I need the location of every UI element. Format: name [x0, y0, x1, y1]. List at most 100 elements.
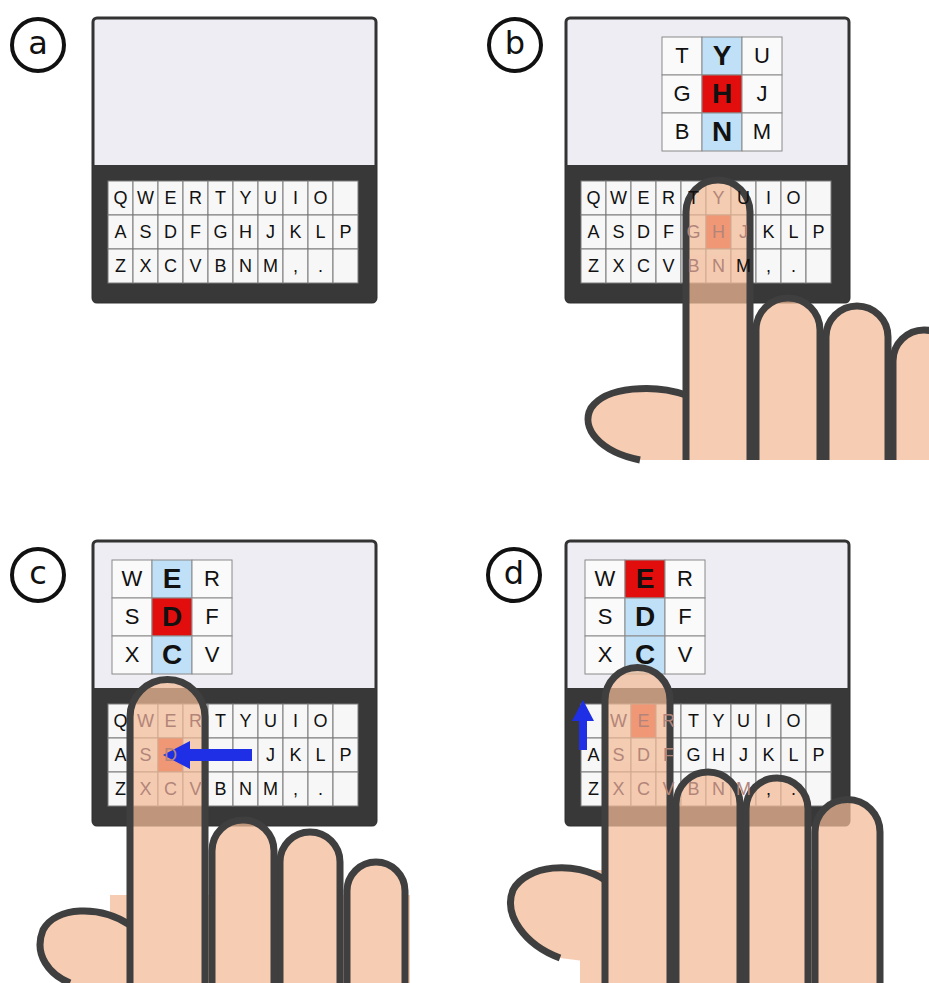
key-label: . — [781, 249, 806, 283]
key-label: F — [656, 215, 681, 249]
popup-cell — [665, 560, 705, 598]
popup-cell — [742, 113, 782, 151]
key-label: P — [333, 215, 358, 249]
thumb-outline — [588, 388, 686, 460]
finger — [676, 772, 740, 983]
key-cell — [333, 772, 358, 806]
key-label: X — [133, 249, 158, 283]
key-cell — [756, 215, 781, 249]
key-label: M — [258, 772, 283, 806]
key-label: L — [781, 738, 806, 772]
key-label: V — [656, 249, 681, 283]
key-cell — [308, 181, 333, 215]
key-cell — [133, 249, 158, 283]
popup-cell — [112, 598, 152, 636]
key-label: A — [581, 738, 606, 772]
popup-letter: X — [585, 636, 625, 674]
key-label: O — [781, 704, 806, 738]
finger — [756, 298, 820, 460]
key-label: J — [258, 215, 283, 249]
key-label: C — [631, 772, 656, 806]
key-cell — [333, 249, 358, 283]
finger — [280, 832, 340, 983]
key-label: I — [756, 704, 781, 738]
popup-letter-candidate: Y — [702, 37, 742, 75]
key-label: L — [308, 215, 333, 249]
key-label: E — [158, 704, 183, 738]
panel-letter-circle: d — [486, 547, 542, 603]
key-label: H — [706, 738, 731, 772]
key-cell — [656, 215, 681, 249]
key-label: I — [756, 181, 781, 215]
panel-letter: a — [28, 27, 48, 59]
finger-outline — [826, 306, 888, 460]
key-cell — [656, 181, 681, 215]
key-cell — [283, 772, 308, 806]
key-cell — [781, 738, 806, 772]
popup-letter-candidate: H — [702, 75, 742, 113]
panel-letter: d — [504, 557, 524, 589]
key-label: V — [183, 249, 208, 283]
key-cell — [133, 181, 158, 215]
key-cell — [183, 181, 208, 215]
device-screen — [93, 18, 376, 302]
key-label: . — [781, 772, 806, 806]
key-label: E — [631, 704, 656, 738]
key-label: , — [756, 772, 781, 806]
key-cell — [756, 738, 781, 772]
finger — [893, 330, 929, 460]
key-label: , — [283, 772, 308, 806]
hand-outline — [511, 668, 880, 983]
key-cell — [183, 249, 208, 283]
key-label: Y — [706, 181, 731, 215]
key-label: D — [631, 215, 656, 249]
popup-letter: V — [192, 636, 232, 674]
key-label: H — [233, 215, 258, 249]
key-label: G — [208, 215, 233, 249]
key-label: T — [681, 181, 706, 215]
popup-letter: R — [192, 560, 232, 598]
key-cell — [208, 249, 233, 283]
finger — [815, 800, 880, 983]
key-label: . — [308, 772, 333, 806]
popup-letter-candidate: D — [625, 598, 665, 636]
popup-cell — [742, 37, 782, 75]
key-label: P — [806, 738, 831, 772]
key-label: U — [731, 704, 756, 738]
hand-fill — [511, 668, 880, 983]
key-cell — [208, 704, 233, 738]
key-label: I — [283, 181, 308, 215]
key-cell — [283, 215, 308, 249]
popup-letter: R — [665, 560, 705, 598]
key-label: J — [731, 738, 756, 772]
key-cell — [308, 215, 333, 249]
key-cell — [781, 215, 806, 249]
popup-cell — [192, 560, 232, 598]
popup-letter: S — [112, 598, 152, 636]
key-label: S — [133, 215, 158, 249]
key-cell — [806, 215, 831, 249]
key-label: N — [706, 772, 731, 806]
popup-letter: M — [742, 113, 782, 151]
popup-letter: T — [662, 37, 702, 75]
key-label: C — [158, 249, 183, 283]
key-label: B — [681, 772, 706, 806]
key-label: M — [731, 249, 756, 283]
key-label: Q — [581, 181, 606, 215]
key-cell — [681, 704, 706, 738]
hand-fill — [588, 180, 929, 460]
key-cell — [158, 249, 183, 283]
popup-cell — [152, 636, 192, 674]
key-label: M — [731, 772, 756, 806]
key-label: V — [656, 772, 681, 806]
key-label: K — [283, 738, 308, 772]
key-cell — [308, 738, 333, 772]
popup-cell — [662, 75, 702, 113]
key-cell — [258, 215, 283, 249]
key-cell — [208, 215, 233, 249]
key-cell — [333, 738, 358, 772]
key-label: K — [756, 215, 781, 249]
key-label: M — [258, 249, 283, 283]
popup-letter: W — [112, 560, 152, 598]
key-label: W — [133, 181, 158, 215]
